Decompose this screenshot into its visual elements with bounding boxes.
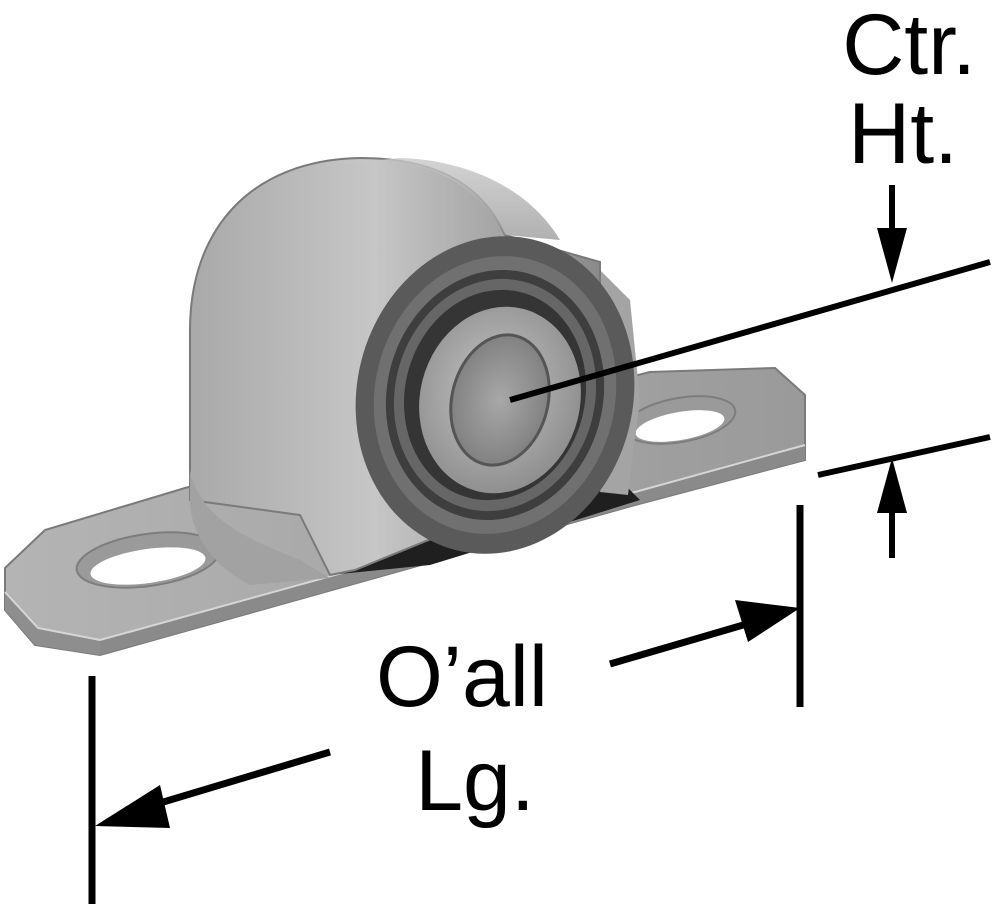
overall-length-right-arrowhead (735, 600, 800, 642)
right-mounting-hole (623, 395, 737, 445)
bearing-insert (355, 236, 635, 554)
overall-length-label-line1: O’all (376, 629, 548, 725)
center-height-dimension (509, 185, 991, 558)
center-height-down-arrowhead (877, 228, 907, 283)
center-height-upper-line (509, 259, 991, 403)
overall-length-label-line2: Lg. (415, 733, 535, 829)
overall-length-left-arrowhead (95, 785, 170, 828)
overall-length-dimension (88, 505, 804, 904)
center-height-label-line1: Ctr. (842, 0, 976, 93)
center-height-up-arrowhead (877, 458, 907, 513)
center-height-label-line2: Ht. (848, 86, 958, 182)
bore (449, 333, 551, 467)
left-mounting-hole (75, 531, 221, 589)
center-height-lower-line (817, 434, 991, 478)
